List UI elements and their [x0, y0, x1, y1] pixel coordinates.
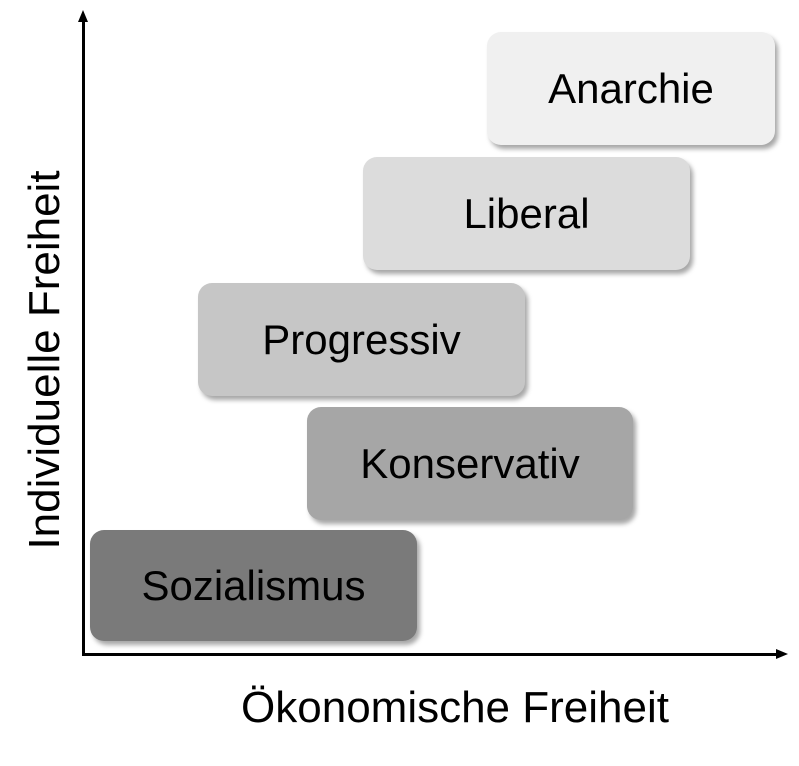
y-axis-arrow-icon	[78, 10, 88, 22]
y-axis	[82, 20, 85, 656]
box-progressiv: Progressiv	[198, 283, 525, 396]
box-anarchie: Anarchie	[487, 32, 775, 145]
y-axis-label: Individuelle Freiheit	[20, 170, 69, 550]
x-axis-arrow-icon	[776, 649, 788, 659]
box-sozialismus: Sozialismus	[90, 530, 417, 641]
box-konservativ: Konservativ	[307, 407, 633, 520]
x-axis	[82, 653, 778, 656]
box-liberal: Liberal	[363, 157, 690, 270]
x-axis-label: Ökonomische Freiheit	[241, 683, 669, 732]
